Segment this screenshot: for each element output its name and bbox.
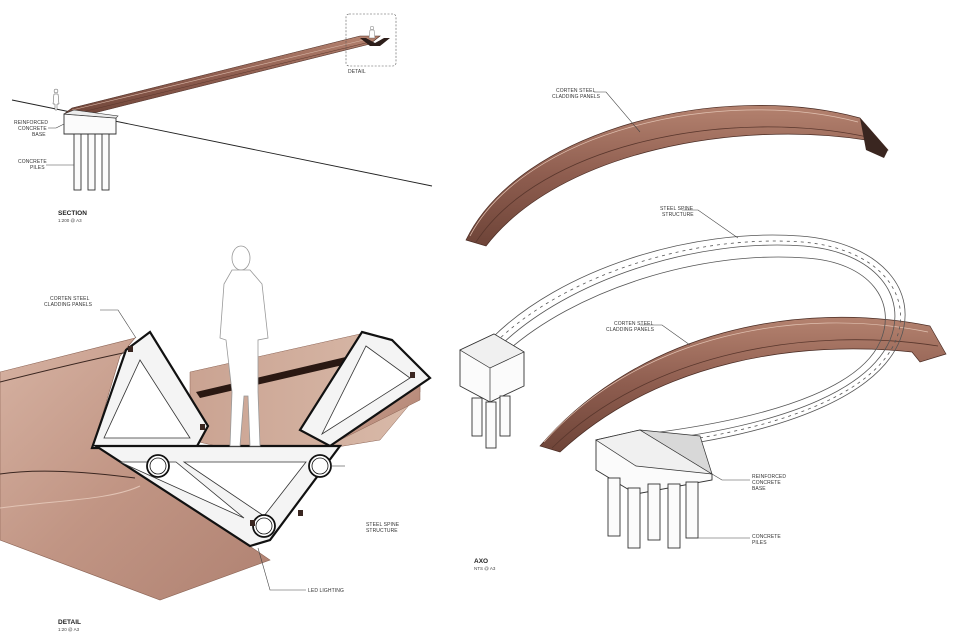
detail-label-cladding-2: CLADDING PANELS	[44, 302, 93, 308]
section-title: SECTION	[58, 210, 87, 217]
detail-groove-1	[0, 351, 129, 383]
axo-upper-cladding	[465, 105, 889, 247]
section-detail-tag: DETAIL	[348, 69, 366, 75]
section-scale: 1:200 @ A3	[58, 218, 82, 223]
detail-right-beam	[298, 330, 432, 448]
axo-right-base	[595, 429, 713, 549]
section-person-figure	[52, 88, 60, 111]
axo-label-cladding-low-1: CORTEN STEEL	[614, 321, 654, 327]
detail-label-cladding-1: CORTEN STEEL	[50, 296, 90, 302]
detail-fixings	[128, 346, 415, 526]
axo-label-spine-2: STRUCTURE	[662, 212, 694, 218]
axo-title: AXO	[474, 558, 488, 565]
detail-steel-tubes	[146, 454, 332, 538]
section-label-base-3: BASE	[32, 132, 46, 138]
section-label-base-2: CONCRETE	[18, 126, 47, 132]
detail-title: DETAIL	[58, 619, 81, 626]
axo-steel-spine	[491, 234, 906, 449]
detail-scale: 1:20 @ A3	[58, 627, 80, 632]
section-drawing: DETAIL REINFORCED CONCRETE BASE CONCRETE…	[11, 13, 433, 223]
detail-person-figure	[219, 245, 269, 447]
section-label-piles-1: CONCRETE	[18, 159, 47, 165]
axo-label-piles-2: PILES	[752, 540, 767, 546]
axo-label-piles-1: CONCRETE	[752, 534, 781, 540]
axo-label-base-3: BASE	[752, 486, 766, 492]
axo-scale: NTS @ A3	[474, 566, 496, 571]
detail-label-spine-2: STRUCTURE	[366, 528, 398, 534]
section-ramp	[63, 35, 381, 119]
axo-left-pier	[459, 333, 525, 449]
detail-label-spine-1: STEEL SPINE	[366, 522, 400, 528]
axo-lower-cladding	[539, 316, 947, 453]
axo-label-cladding-low-2: CLADDING PANELS	[606, 327, 655, 333]
section-label-base-1: REINFORCED	[14, 120, 48, 126]
section-piles	[73, 133, 110, 191]
detail-left-beam	[90, 330, 210, 450]
section-detail-callout	[345, 13, 397, 67]
axo-label-base-1: REINFORCED	[752, 474, 786, 480]
detail-groove-2	[0, 470, 136, 479]
axo-label-base-2: CONCRETE	[752, 480, 781, 486]
axo-drawing: CORTEN STEEL CLADDING PANELS STEEL SPINE…	[459, 88, 947, 571]
section-label-piles-2: PILES	[30, 165, 45, 171]
section-base-top	[63, 109, 119, 119]
axo-label-spine-1: STEEL SPINE	[660, 206, 694, 212]
axo-label-cladding-top-2: CLADDING PANELS	[552, 94, 601, 100]
detail-drawing: CORTEN STEEL CLADDING PANELS STEEL SPINE…	[0, 245, 432, 632]
detail-groove-3	[0, 485, 141, 509]
axo-label-cladding-top-1: CORTEN STEEL	[556, 88, 596, 94]
detail-label-led: LED LIGHTING	[308, 588, 344, 594]
